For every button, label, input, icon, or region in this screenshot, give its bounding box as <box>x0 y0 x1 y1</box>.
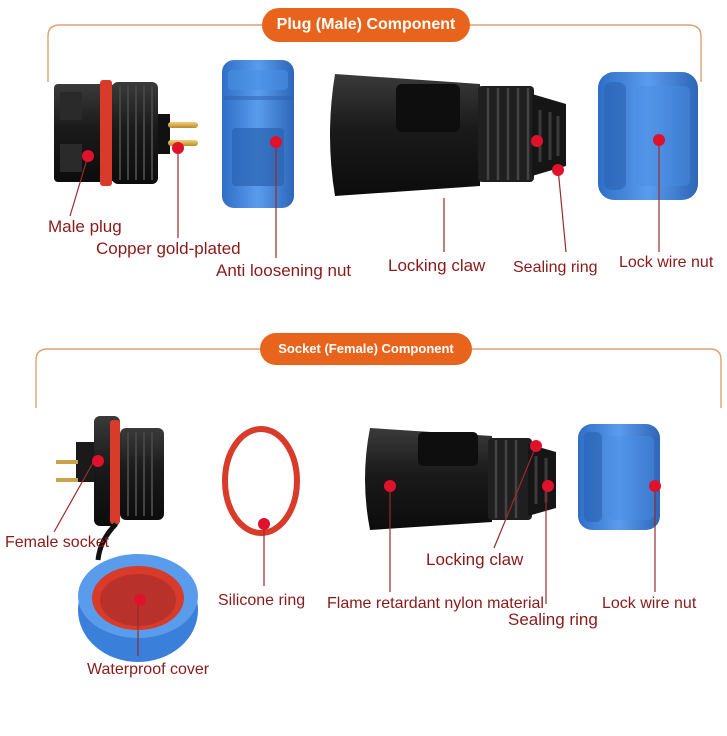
marker-flame <box>384 480 396 492</box>
label-anti-loosening-nut: Anti loosening nut <box>216 261 352 280</box>
female-socket-illustration <box>56 416 164 561</box>
label-female-socket: Female socket <box>5 534 110 551</box>
marker-lock-nut-bottom <box>649 480 661 492</box>
lock-wire-nut-top-illustration <box>598 72 698 200</box>
marker-sealing-top <box>552 164 564 176</box>
marker-lock-nut-top <box>653 134 665 146</box>
label-sealing-ring-top: Sealing ring <box>513 259 598 276</box>
label-locking-claw-top: Locking claw <box>388 256 486 275</box>
plug-section-bracket <box>47 24 702 82</box>
marker-anti-loosening <box>270 136 282 148</box>
marker-copper <box>172 142 184 154</box>
silicone-ring-illustration <box>222 426 300 536</box>
marker-female-socket <box>92 455 104 467</box>
label-sealing-ring-bottom: Sealing ring <box>508 610 598 629</box>
marker-locking-claw-top <box>531 135 543 147</box>
plug-body-illustration <box>330 74 566 196</box>
lock-wire-nut-bottom-illustration <box>578 424 660 530</box>
plug-component-title: Plug (Male) Component <box>262 8 470 42</box>
markers <box>82 134 665 606</box>
marker-male-plug <box>82 150 94 162</box>
label-waterproof-cover: Waterproof cover <box>87 661 210 678</box>
leader-lines <box>53 140 660 656</box>
label-copper-gold-plated: Copper gold-plated <box>96 239 241 258</box>
label-lock-wire-nut-top: Lock wire nut <box>619 254 714 271</box>
socket-component-title: Socket (Female) Component <box>260 333 472 365</box>
socket-body-illustration <box>365 428 556 530</box>
marker-silicone <box>258 518 270 530</box>
marker-waterproof <box>134 594 146 606</box>
marker-sealing-bottom <box>542 480 554 492</box>
male-plug-illustration <box>54 80 198 186</box>
label-flame-retardant: Flame retardant nylon material <box>327 595 544 612</box>
socket-section-bracket <box>35 348 722 408</box>
marker-locking-claw-bottom <box>530 440 542 452</box>
label-lock-wire-nut-bottom: Lock wire nut <box>602 595 697 612</box>
label-silicone-ring: Silicone ring <box>218 592 306 609</box>
label-locking-claw-bottom: Locking claw <box>426 550 524 569</box>
anti-loosening-nut-illustration <box>222 60 294 208</box>
label-male-plug: Male plug <box>48 217 122 236</box>
